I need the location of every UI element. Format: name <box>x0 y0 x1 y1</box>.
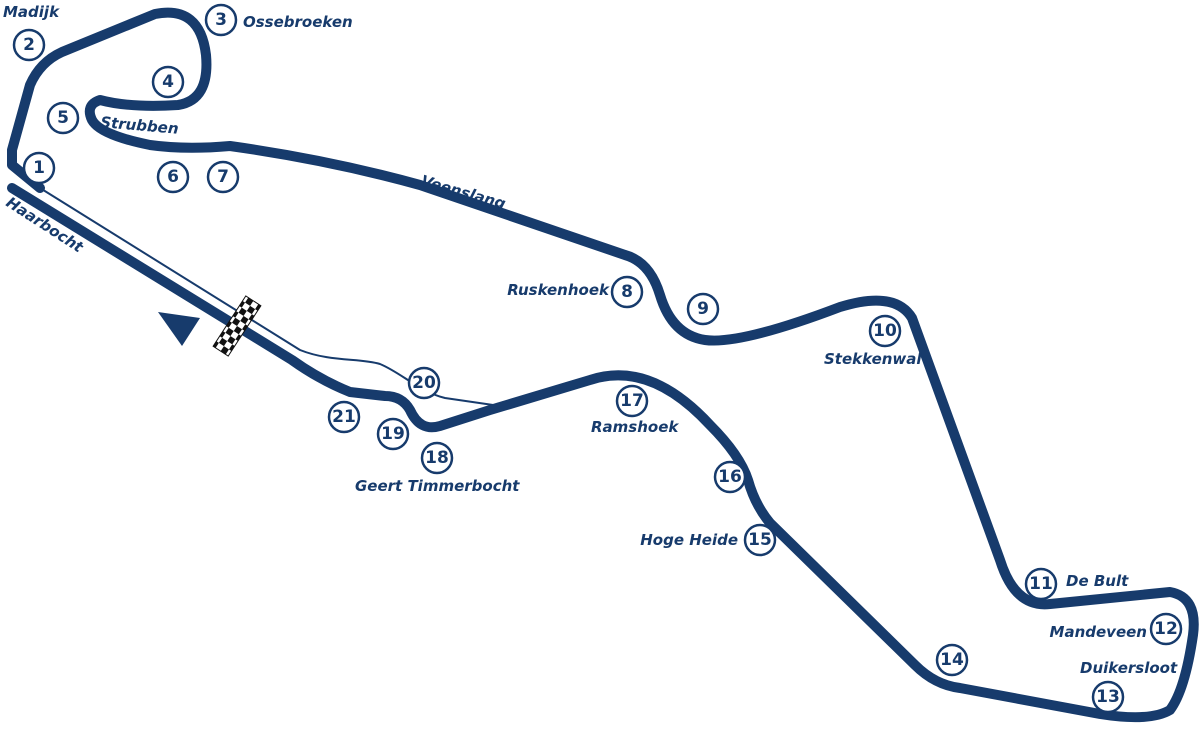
corner-marker-14: 14 <box>935 643 969 677</box>
corner-name-duikersloot: Duikersloot <box>1080 659 1178 677</box>
corner-marker-7: 7 <box>206 160 240 194</box>
corner-number: 14 <box>940 650 964 670</box>
corner-marker-21: 21 <box>327 400 361 434</box>
corner-marker-12: 12 <box>1149 612 1183 646</box>
corner-marker-17: 17 <box>615 384 649 418</box>
direction-arrow-icon <box>158 312 200 346</box>
corner-number: 18 <box>425 448 449 468</box>
corner-marker-9: 9 <box>686 292 720 326</box>
corner-name-hoge-heide: Hoge Heide <box>640 531 738 549</box>
corner-marker-15: 15 <box>743 523 777 557</box>
corner-name-mandeveen: Mandeveen <box>1050 623 1147 641</box>
corner-number: 16 <box>718 467 742 487</box>
corner-marker-18: 18 <box>420 441 454 475</box>
corner-marker-2: 2 <box>12 28 46 62</box>
corner-number: 20 <box>412 373 436 393</box>
corner-marker-20: 20 <box>407 366 441 400</box>
corner-number: 15 <box>748 530 772 550</box>
corner-marker-16: 16 <box>713 460 747 494</box>
corner-number: 6 <box>167 167 179 187</box>
corner-marker-3: 3 <box>204 3 238 37</box>
corner-name-stekkenwal: Stekkenwal <box>824 350 922 368</box>
corner-number: 13 <box>1096 687 1120 707</box>
corner-marker-8: 8 <box>610 275 644 309</box>
corner-number: 11 <box>1029 574 1053 594</box>
corner-number: 3 <box>215 10 227 30</box>
corner-number: 9 <box>697 299 709 319</box>
corner-name-de-bult: De Bult <box>1066 572 1129 590</box>
start-finish-line <box>212 295 262 357</box>
corner-marker-13: 13 <box>1091 680 1125 714</box>
corner-marker-4: 4 <box>151 65 185 99</box>
corner-number: 4 <box>162 72 174 92</box>
corner-number: 10 <box>873 321 897 341</box>
corner-marker-11: 11 <box>1024 567 1058 601</box>
corner-name-geert-timmerbocht: Geert Timmerbocht <box>355 477 520 495</box>
section-name-veenslang: Veenslang <box>419 172 508 213</box>
corner-number: 2 <box>23 35 35 55</box>
corner-marker-1: 1 <box>22 151 56 185</box>
corner-number: 8 <box>621 282 633 302</box>
checkered-flag-icon <box>212 295 262 357</box>
corner-marker-19: 19 <box>376 417 410 451</box>
corner-number: 7 <box>217 167 229 187</box>
corner-marker-6: 6 <box>156 160 190 194</box>
corner-name-ramshoek: Ramshoek <box>591 418 679 436</box>
corner-number: 21 <box>332 407 356 427</box>
corner-name-madijk: Madijk <box>3 3 60 21</box>
corner-number: 19 <box>381 424 405 444</box>
corner-marker-10: 10 <box>868 314 902 348</box>
corner-marker-5: 5 <box>46 101 80 135</box>
corner-number: 5 <box>57 108 69 128</box>
corner-name-ossebroeken: Ossebroeken <box>243 13 353 31</box>
corner-number: 17 <box>620 391 644 411</box>
corner-number: 1 <box>33 158 45 178</box>
track-outline <box>7 7 1199 723</box>
corner-name-ruskenhoek: Ruskenhoek <box>507 281 610 299</box>
corner-number: 12 <box>1154 619 1178 639</box>
